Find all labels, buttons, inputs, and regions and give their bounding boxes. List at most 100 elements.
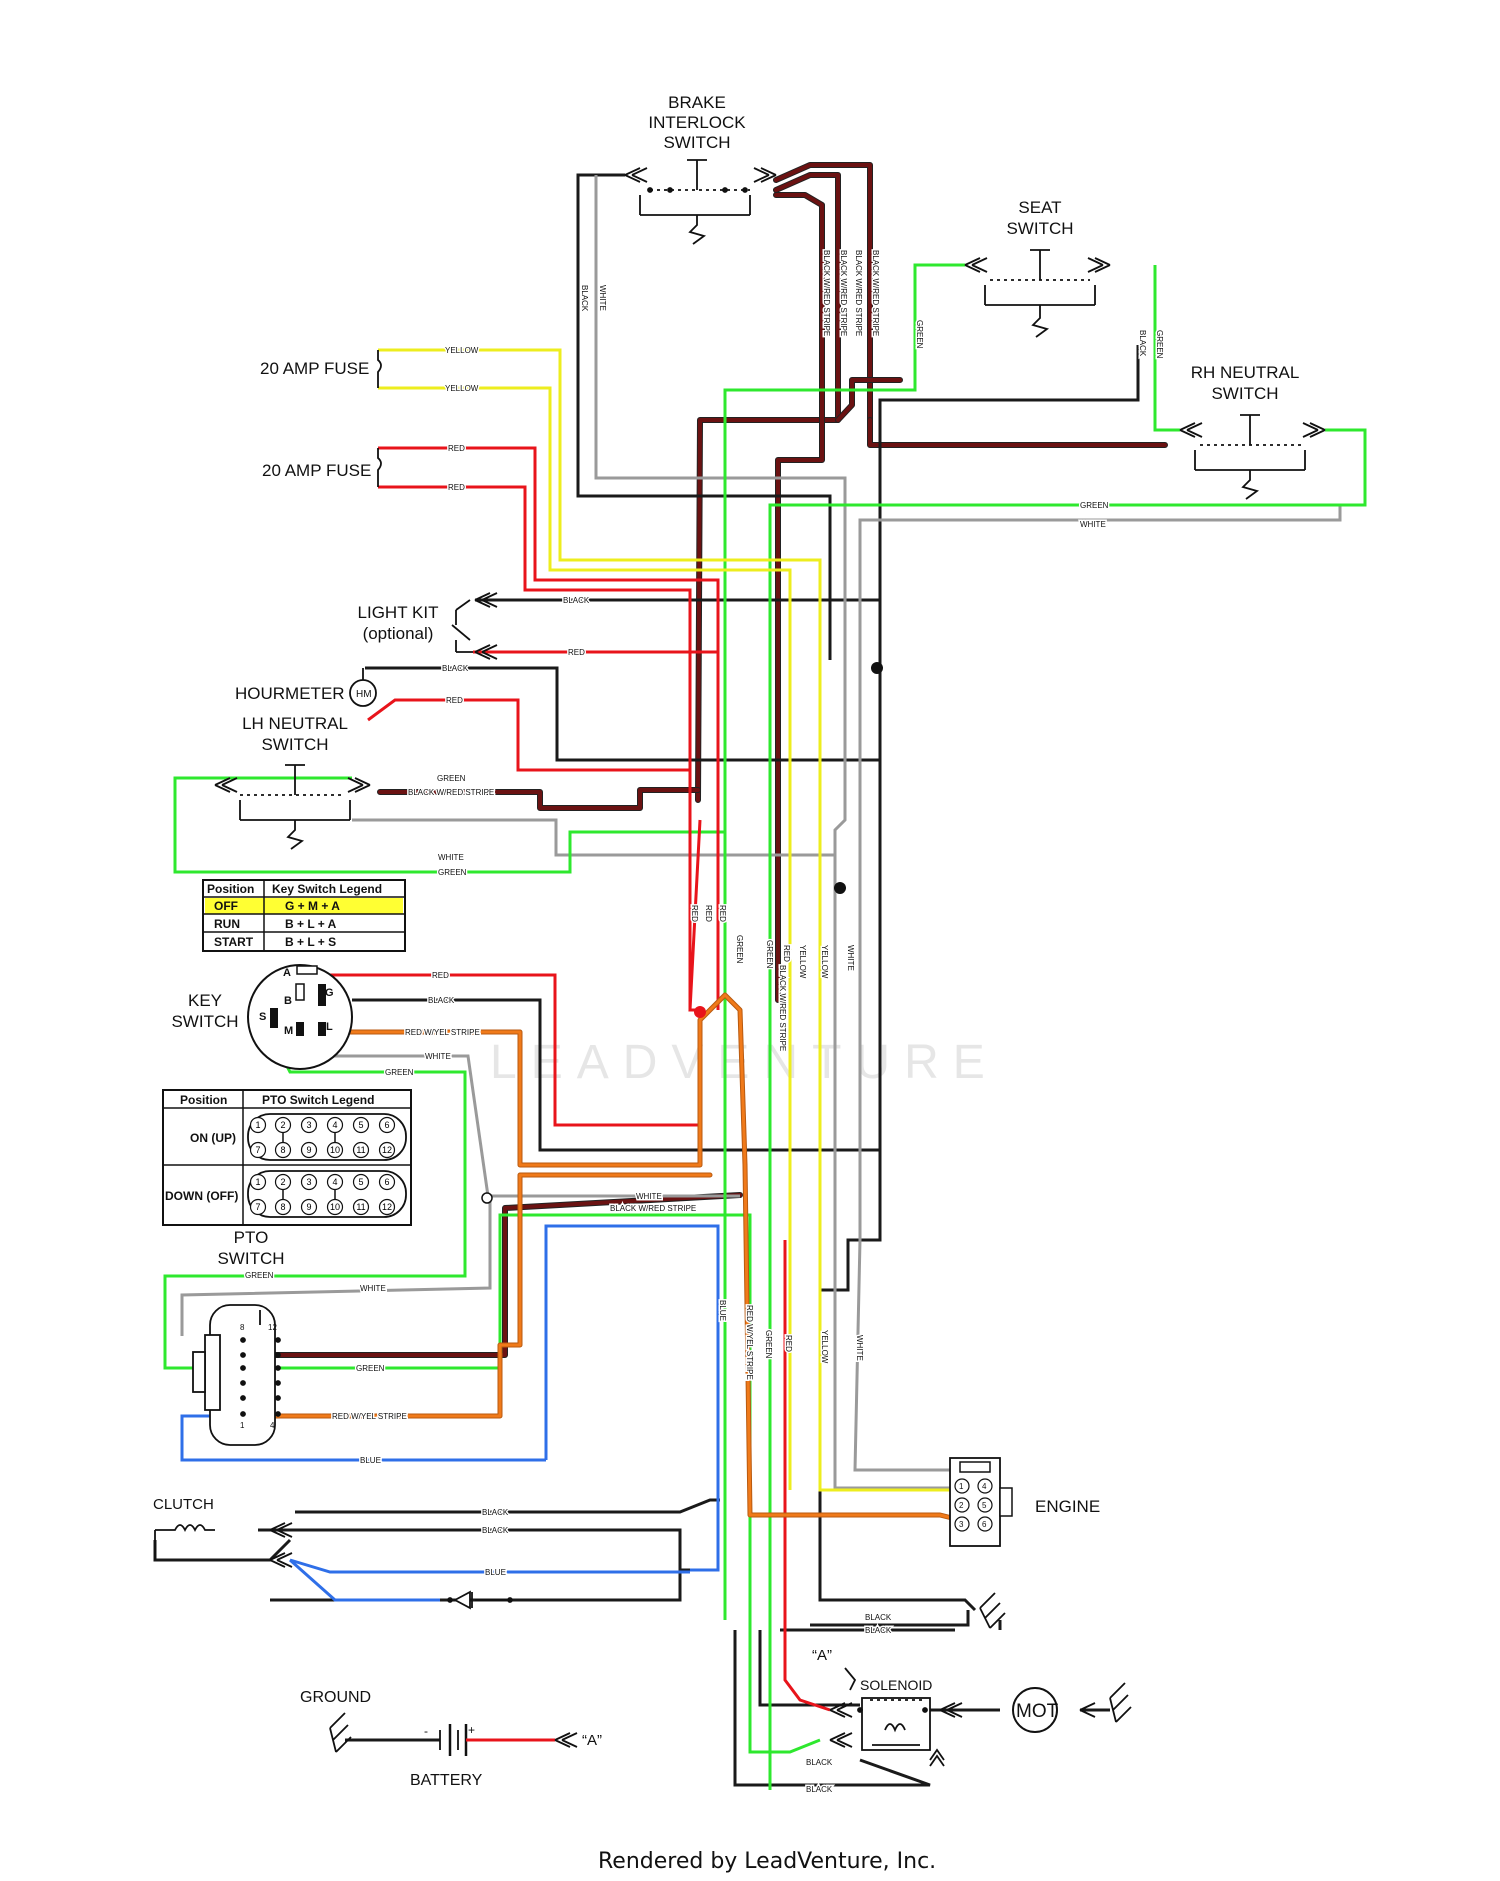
pto-pin-label: 10 <box>330 1202 340 1212</box>
rh-neutral-switch <box>1179 414 1326 500</box>
wire-label: YELLOW <box>820 945 829 979</box>
engine-connector: 1 4 2 5 3 6 <box>949 1457 1013 1547</box>
wire-label: BLACK W/RED STRIPE <box>408 788 494 797</box>
pto-pin <box>249 1173 267 1191</box>
wire-label: WHITE <box>425 1052 451 1061</box>
pin-label: 1 <box>959 1482 964 1491</box>
wire-black-red-stripe <box>272 162 1168 1358</box>
wire-label: BLUE <box>485 1568 506 1577</box>
wire-label: WHITE <box>360 1284 386 1293</box>
motor-icon: MOT <box>1016 1701 1059 1722</box>
wire-label: BLACK <box>1138 330 1147 357</box>
brake-interlock-switch-label: SWITCH <box>663 133 730 152</box>
pto-pin-label: 2 <box>280 1177 285 1187</box>
terminal-a-label: “A” <box>812 1647 832 1664</box>
fuse-2 <box>377 448 382 487</box>
pto-pin-label: 8 <box>280 1145 285 1155</box>
terminal-a-label: “A” <box>582 1732 602 1749</box>
wire-label: GREEN <box>385 1068 414 1077</box>
pto-pin-label: 6 <box>384 1177 389 1187</box>
hourmeter-icon: HM <box>356 689 372 700</box>
pto-pin <box>352 1116 370 1134</box>
pin-label: 5 <box>982 1501 987 1510</box>
junction-dot <box>871 662 883 674</box>
pto-pin-label: 7 <box>255 1145 260 1155</box>
lh-neutral-switch-label: SWITCH <box>261 735 328 754</box>
light-kit-label: LIGHT KIT <box>358 603 439 622</box>
pin-label: 6 <box>982 1520 987 1529</box>
pin-label: 4 <box>270 1421 275 1430</box>
pto-pin <box>249 1198 267 1216</box>
wire-label: WHITE <box>598 285 607 311</box>
wire-label: GREEN <box>437 774 466 783</box>
pto-pin-label: 9 <box>306 1202 311 1212</box>
wire-label: GREEN <box>765 940 774 969</box>
hourmeter-symbol: HM <box>349 668 377 707</box>
pto-pin <box>352 1198 370 1216</box>
battery-symbol: - + <box>424 1723 578 1756</box>
pto-pin-label: 1 <box>255 1177 260 1187</box>
wire-label: BLACK <box>428 996 455 1005</box>
legend-cell: RUN <box>214 917 240 931</box>
wire-label: BLACK W/RED STRIPE <box>778 965 787 1051</box>
wire-label: RED <box>568 648 585 657</box>
legend-header: Position <box>207 882 254 896</box>
pin-label: 8 <box>240 1323 245 1332</box>
key-switch-label: KEY <box>188 991 222 1010</box>
wire-label: WHITE <box>636 1192 662 1201</box>
rh-neutral-switch-label: SWITCH <box>1211 384 1278 403</box>
wire-red-yellow-stripe <box>272 992 963 1523</box>
key-switch-symbol: A B G S M L <box>247 964 353 1070</box>
engine-label: ENGINE <box>1035 1497 1100 1516</box>
junction-dot <box>694 1006 706 1018</box>
terminal-m: M <box>284 1025 293 1037</box>
pto-pin <box>352 1141 370 1159</box>
seat-switch-label: SEAT <box>1018 198 1061 217</box>
wire-label: GREEN <box>356 1364 385 1373</box>
pto-pin <box>249 1141 267 1159</box>
junction-dot <box>481 1192 493 1204</box>
wire-label: WHITE <box>855 1335 864 1361</box>
pin-label: 12 <box>268 1323 277 1332</box>
footer-credit: Rendered by LeadVenture, Inc. <box>598 1849 936 1874</box>
wire-label: GREEN <box>915 320 924 349</box>
terminal-a: A <box>283 967 291 979</box>
pto-pin <box>378 1173 396 1191</box>
wiring-harness <box>153 162 1367 1790</box>
pto-pin <box>300 1198 318 1216</box>
wire-label: RED <box>704 905 713 922</box>
pto-pin <box>378 1116 396 1134</box>
clutch-label: CLUTCH <box>153 1496 214 1513</box>
wire-label: BLACK <box>482 1526 509 1535</box>
pto-pin-label: 12 <box>382 1145 392 1155</box>
ground-label: GROUND <box>300 1689 371 1706</box>
terminal-l: L <box>326 1021 333 1033</box>
wire-label: RED <box>432 971 449 980</box>
fuse-label: 20 AMP FUSE <box>262 461 371 480</box>
pto-pin-label: 3 <box>306 1120 311 1130</box>
wire-label: GREEN <box>438 868 467 877</box>
wire-label: GREEN <box>1080 501 1109 510</box>
wire-label: RED <box>784 1335 793 1352</box>
pto-pin-label: 12 <box>382 1202 392 1212</box>
pto-pin-label: 3 <box>306 1177 311 1187</box>
wire-label: RED <box>446 696 463 705</box>
wire-label: YELLOW <box>445 346 479 355</box>
legend-cell: DOWN (OFF) <box>165 1189 238 1203</box>
terminal-b: B <box>284 995 292 1007</box>
pto-pin <box>274 1173 292 1191</box>
battery-label: BATTERY <box>410 1772 483 1789</box>
pto-switch-label: SWITCH <box>217 1249 284 1268</box>
pin-label: 2 <box>959 1501 964 1510</box>
wire-label: BLACK <box>442 664 469 673</box>
pto-pin <box>300 1141 318 1159</box>
wire-label: BLUE <box>718 1300 727 1321</box>
pto-pin <box>352 1173 370 1191</box>
seat-switch <box>964 249 1111 338</box>
legend-header: PTO Switch Legend <box>262 1093 374 1107</box>
pto-pin <box>249 1116 267 1134</box>
legend-cell: ON (UP) <box>190 1131 236 1145</box>
pto-pin-label: 11 <box>356 1202 365 1212</box>
pto-pin-label: 8 <box>280 1202 285 1212</box>
